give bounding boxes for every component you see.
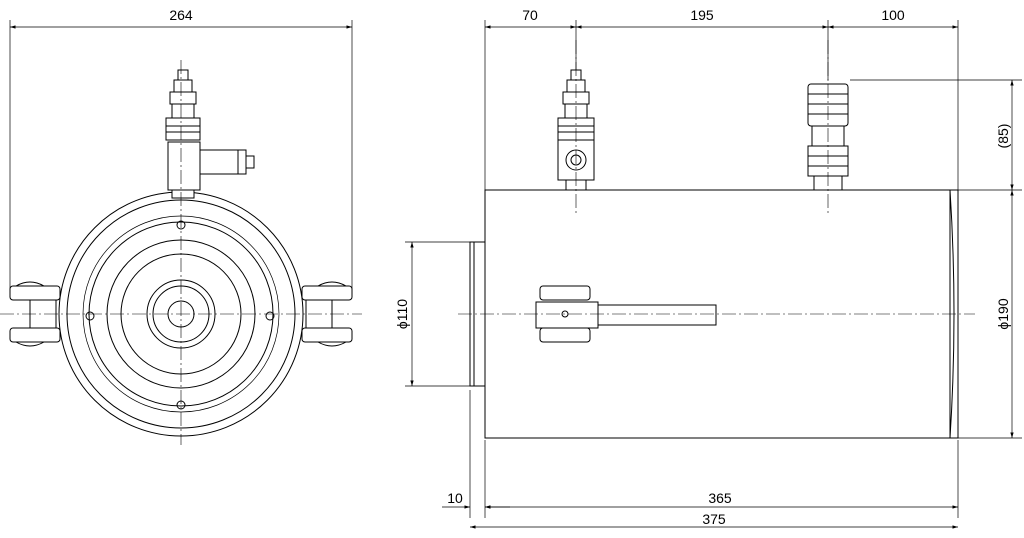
dim-label-264: 264 — [169, 7, 193, 23]
dim-label-190: ϕ190 — [995, 298, 1011, 329]
dim-label-195: 195 — [690, 7, 714, 23]
coupler-valve-front — [165, 69, 255, 199]
dim-label-110: ϕ110 — [394, 299, 410, 329]
front-view: 264 — [0, 7, 362, 445]
dim-label-365: 365 — [708, 490, 732, 506]
carry-handle — [535, 285, 717, 343]
dim-label-100: 100 — [881, 7, 905, 23]
dim-label-70: 70 — [522, 7, 538, 23]
side-view: 70 195 100 (85) ϕ190 ϕ110 — [394, 7, 1022, 529]
dim-label-85: (85) — [995, 124, 1011, 149]
dim-label-375: 375 — [702, 511, 726, 527]
dim-label-10: 10 — [447, 490, 463, 506]
